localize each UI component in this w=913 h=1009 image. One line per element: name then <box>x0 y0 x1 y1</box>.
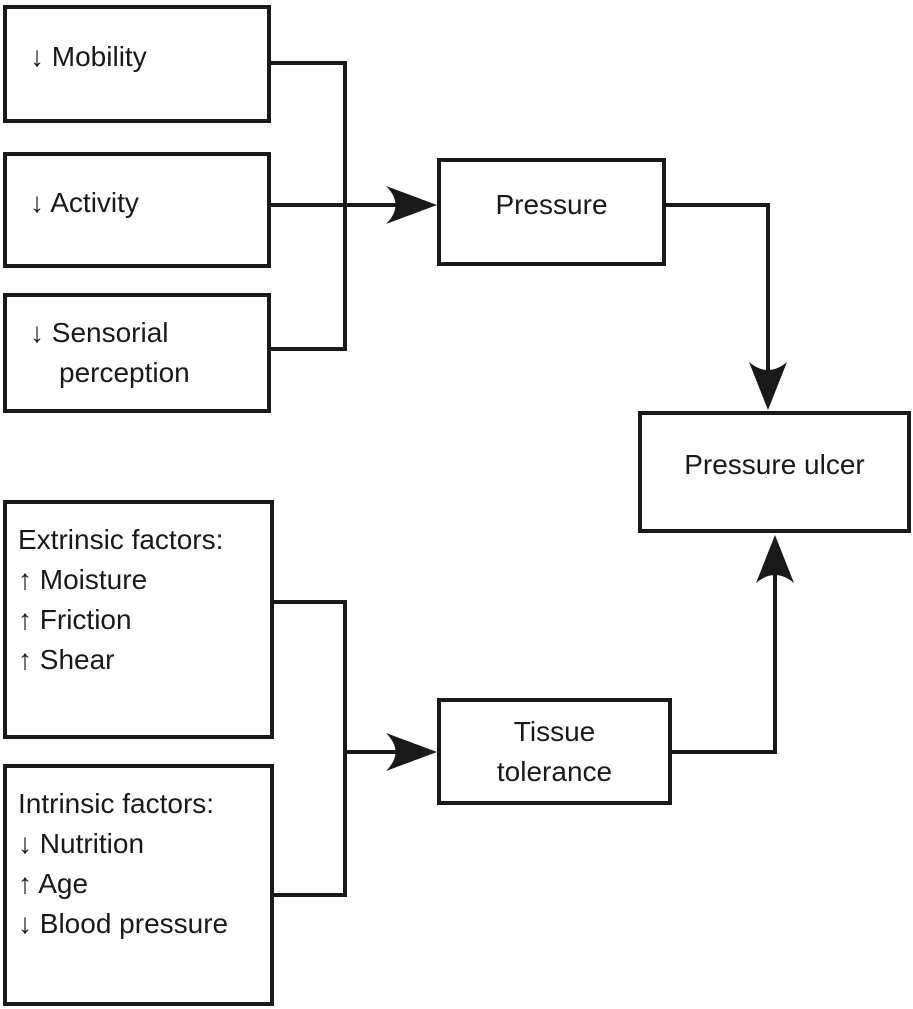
extrinsic-item-moisture: ↑ Moisture <box>18 564 148 595</box>
node-mobility-label: ↓ Mobility <box>30 41 147 72</box>
node-pressure-ulcer-label: Pressure ulcer <box>684 449 865 480</box>
arrowhead-ulcer-top <box>749 362 787 410</box>
arrowhead-into-pressure <box>386 186 437 224</box>
node-activity-label: ↓ Activity <box>30 187 139 218</box>
node-tissue-line1: Tissue <box>513 715 596 747</box>
node-sensorial-perception: ↓ Sensorial perception <box>3 293 271 413</box>
node-pressure: Pressure <box>437 158 666 266</box>
extrinsic-title: Extrinsic factors: <box>18 524 224 555</box>
intrinsic-item-nutrition: ↓ Nutrition <box>18 828 145 859</box>
intrinsic-item-age: ↑ Age <box>18 868 89 899</box>
node-intrinsic-factors: Intrinsic factors: ↓ Nutrition ↑ Age ↓ B… <box>3 764 274 1006</box>
connector-top-collector <box>270 61 347 351</box>
node-tissue-line2: tolerance <box>496 755 613 787</box>
connector-tissue-to-ulcer <box>672 570 777 754</box>
node-pressure-label: Pressure <box>495 189 608 220</box>
node-mobility: ↓ Mobility <box>3 5 271 123</box>
connector-bottom-collector <box>273 600 347 897</box>
intrinsic-title: Intrinsic factors: <box>18 788 215 819</box>
intrinsic-item-blood-pressure: ↓ Blood pressure <box>18 908 229 939</box>
arrowhead-ulcer-bottom <box>756 535 794 583</box>
node-extrinsic-factors: Extrinsic factors: ↑ Moisture ↑ Friction… <box>3 500 274 739</box>
arrowhead-into-tissue <box>386 733 437 771</box>
extrinsic-item-friction: ↑ Friction <box>18 604 132 635</box>
extrinsic-item-shear: ↑ Shear <box>18 644 115 675</box>
node-sensorial-line2: perception <box>59 357 190 388</box>
connector-pressure-to-ulcer <box>666 203 770 375</box>
node-sensorial-line1: ↓ Sensorial <box>30 317 169 348</box>
node-tissue-tolerance: Tissue tolerance <box>437 698 672 805</box>
node-pressure-ulcer: Pressure ulcer <box>638 411 911 533</box>
node-activity: ↓ Activity <box>3 152 271 268</box>
